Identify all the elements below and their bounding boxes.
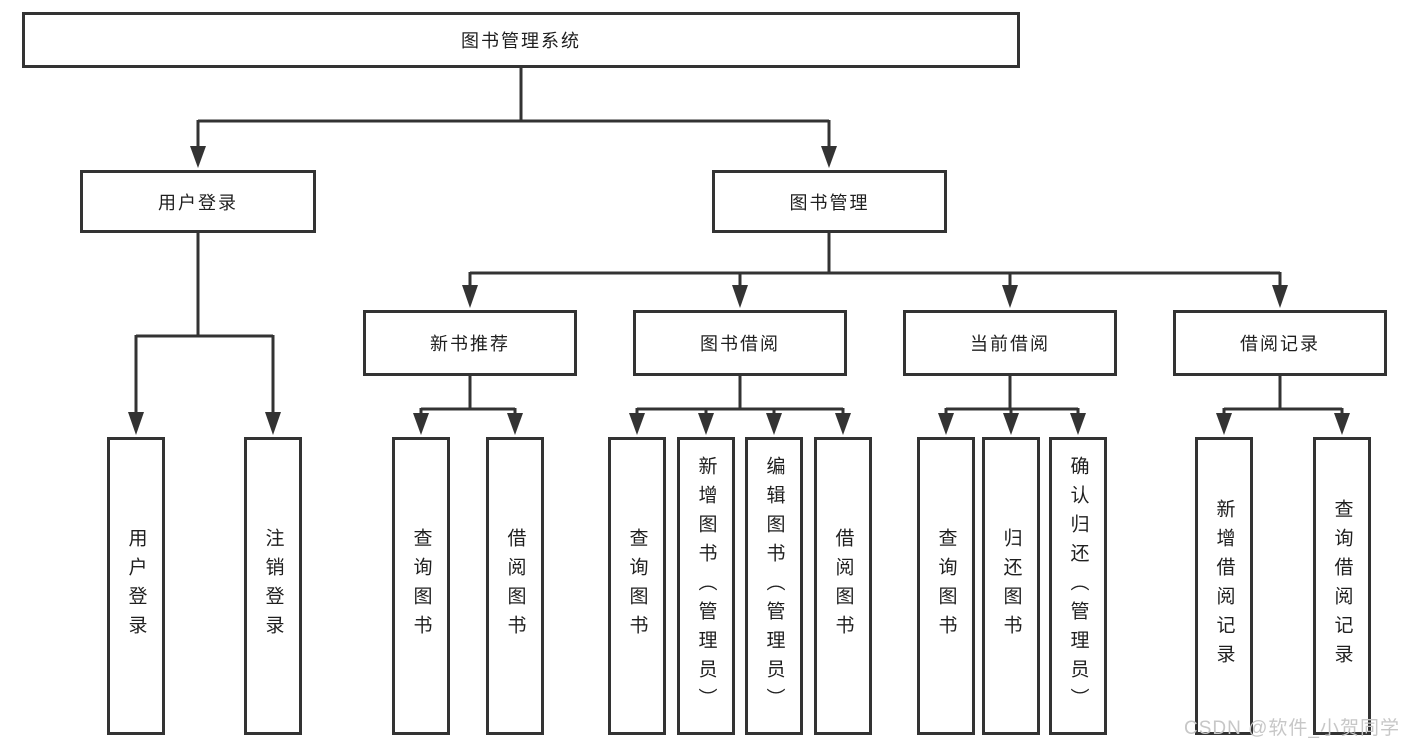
node-current-borrowing: 当前借阅 [903, 310, 1117, 376]
leaf-query-books-borrowing: 查询图书 [608, 437, 666, 735]
leaf-confirm-return-admin: 确认归还（管理员） [1049, 437, 1107, 735]
leaf-confirm-return-admin-label: 确认归还（管理员） [1067, 455, 1089, 717]
leaf-query-books-recommend-label: 查询图书 [410, 528, 432, 644]
csdn-watermark: CSDN @软件_小贺同学 [1184, 718, 1400, 739]
leaf-add-books-admin: 新增图书（管理员） [677, 437, 735, 735]
leaf-query-borrow-record: 查询借阅记录 [1313, 437, 1371, 735]
leaf-user-login-label: 用户登录 [125, 528, 147, 644]
leaf-return-books: 归还图书 [982, 437, 1040, 735]
leaf-query-books-current: 查询图书 [917, 437, 975, 735]
leaf-borrow-books-recommend-label: 借阅图书 [504, 528, 526, 644]
leaf-query-books-recommend: 查询图书 [392, 437, 450, 735]
leaf-query-borrow-record-label: 查询借阅记录 [1331, 499, 1353, 673]
leaf-logout: 注销登录 [244, 437, 302, 735]
leaf-add-borrow-record-label: 新增借阅记录 [1213, 499, 1235, 673]
leaf-borrow-books: 借阅图书 [814, 437, 872, 735]
leaf-return-books-label: 归还图书 [1000, 528, 1022, 644]
node-book-management: 图书管理 [712, 170, 947, 233]
node-new-book-recommend: 新书推荐 [363, 310, 577, 376]
leaf-add-borrow-record: 新增借阅记录 [1195, 437, 1253, 735]
leaf-logout-label: 注销登录 [262, 528, 284, 644]
leaf-borrow-books-recommend: 借阅图书 [486, 437, 544, 735]
node-root-system: 图书管理系统 [22, 12, 1020, 68]
node-book-borrowing: 图书借阅 [633, 310, 847, 376]
leaf-query-books-current-label: 查询图书 [935, 528, 957, 644]
leaf-edit-books-admin: 编辑图书（管理员） [745, 437, 803, 735]
node-borrowing-records: 借阅记录 [1173, 310, 1387, 376]
arrowheads [128, 146, 1350, 435]
node-user-login: 用户登录 [80, 170, 316, 233]
leaf-add-books-admin-label: 新增图书（管理员） [695, 455, 717, 717]
leaf-user-login: 用户登录 [107, 437, 165, 735]
leaf-borrow-books-label: 借阅图书 [832, 528, 854, 644]
leaf-edit-books-admin-label: 编辑图书（管理员） [763, 455, 785, 717]
leaf-query-books-borrowing-label: 查询图书 [626, 528, 648, 644]
